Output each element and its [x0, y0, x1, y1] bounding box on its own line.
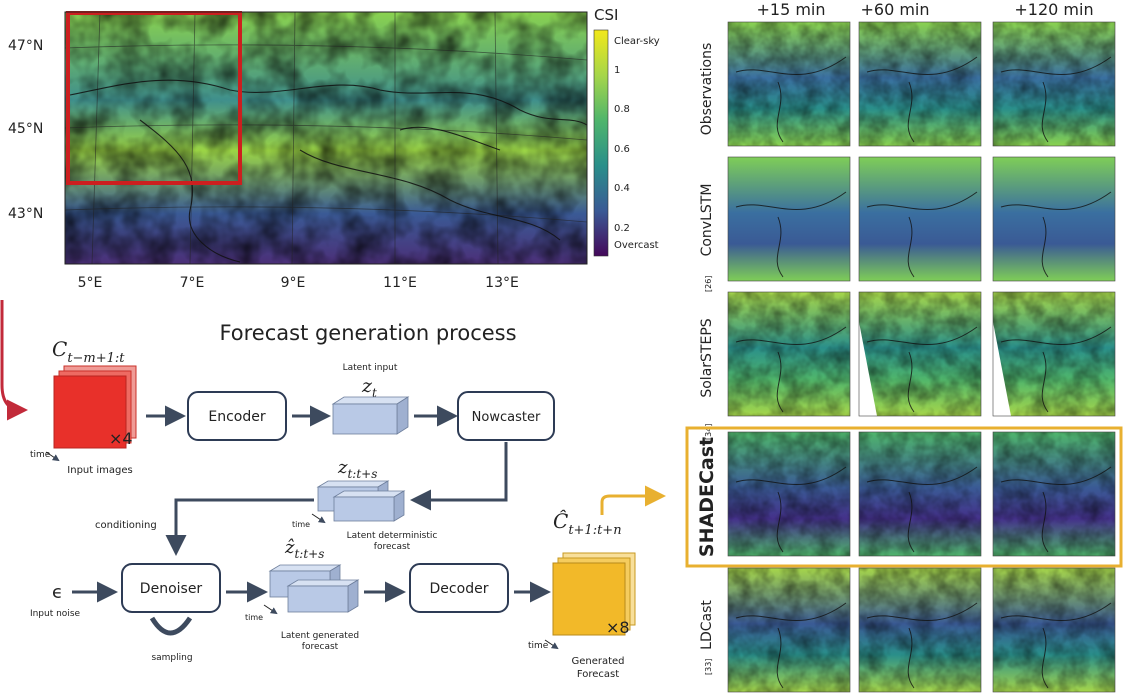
colorbar-tick: 0.8 [614, 104, 630, 115]
latent-deterministic-forecast: zt:t+s time Latent deterministic forecas… [292, 457, 437, 552]
time-label: time [245, 613, 263, 622]
column-header: +120 min [1014, 0, 1093, 19]
denoiser-block: Denoiser sampling [121, 563, 221, 663]
output-caption: Forecast [577, 669, 619, 680]
row-ref-solarsteps: [34] [704, 424, 713, 440]
latent-det-caption: forecast [374, 542, 411, 552]
input-symbol: Ct−m+1:t [52, 337, 125, 366]
row-ref-ldcast: [33] [704, 659, 713, 675]
grid-column-headers: +15 min +60 min +120 min [756, 0, 1093, 19]
colorbar: CSI Clear-sky 1 0.8 0.6 0.4 0.2 Overcast [593, 6, 660, 257]
time-label: time [292, 520, 310, 529]
input-caption: Input images [67, 465, 132, 476]
time-label: time [528, 641, 549, 651]
diagram-title: Forecast generation process [219, 321, 516, 345]
colorbar-tick: 0.6 [614, 144, 630, 155]
time-label: time [30, 450, 51, 460]
output-to-shadecast-arrow [600, 485, 666, 515]
denoiser-label: Denoiser [140, 581, 203, 597]
forecast-generation-diagram: Forecast generation process Ct−m+1:t ×4 … [0, 93, 690, 696]
conditioning-arrow [165, 498, 314, 556]
colorbar-title: CSI [594, 6, 618, 24]
flow-svg: Forecast generation process Ct−m+1:t ×4 … [0, 93, 666, 680]
map-image [64, 11, 588, 265]
latent-gen-caption: forecast [302, 642, 339, 652]
lon-label: 9°E [281, 275, 306, 291]
roi-box [66, 11, 242, 185]
noise-symbol: ϵ [52, 582, 63, 603]
thumbnail-grid [727, 21, 1116, 693]
forecast-grid-svg: +15 min +60 min +120 min Observations Co… [685, 0, 1123, 693]
forecast-thumbnail [859, 157, 981, 281]
colorbar-label-bottom: Overcast [614, 240, 659, 251]
row-label-solarsteps: SolarSTEPS [699, 318, 715, 397]
lon-label: 7°E [180, 275, 205, 291]
column-header: +15 min [756, 0, 825, 19]
output-image [552, 562, 626, 636]
lat-label: 45°N [8, 121, 43, 137]
map-graticule [64, 11, 588, 265]
latent-gen-caption: Latent generated [281, 631, 359, 641]
lon-label: 11°E [383, 275, 417, 291]
arrow [410, 442, 508, 511]
lon-labels: 5°E 7°E 9°E 11°E 13°E [78, 275, 519, 291]
lat-label: 43°N [8, 206, 43, 222]
latent-input: Latent input zt [331, 363, 410, 435]
sampling-label: sampling [151, 653, 192, 663]
input-images-stack: Ct−m+1:t ×4 time Input images [30, 337, 137, 476]
latent-input-cuboid [332, 403, 398, 435]
latent-generated-forecast: ẑt:t+s time Latent generated forecast [245, 537, 360, 652]
forecast-thumbnail [728, 157, 850, 281]
lat-labels: 47°N 45°N 43°N [8, 38, 43, 222]
row-ref-convlstm: [26] [704, 276, 713, 292]
noise-caption: Input noise [30, 609, 81, 619]
colorbar-label-top: Clear-sky [614, 36, 660, 47]
output-caption: Generated [571, 656, 624, 667]
latent-det-caption: Latent deterministic [347, 531, 438, 541]
row-label-ldcast: LDCast [699, 600, 715, 650]
latent-input-symbol: zt [361, 375, 377, 400]
input-multiplier: ×4 [109, 429, 133, 448]
decoder-block: Decoder [409, 563, 509, 613]
csi-map-panel: 47°N 45°N 43°N 5°E 7°E 9°E 11°E 13°E CSI… [0, 0, 690, 300]
column-header: +60 min [860, 0, 929, 19]
decoder-label: Decoder [430, 581, 489, 597]
map-borders [69, 79, 588, 263]
colorbar-tick: 1 [614, 65, 620, 76]
input-image [53, 375, 127, 449]
lat-label: 47°N [8, 38, 43, 54]
row-label-convlstm: ConvLSTM [699, 184, 715, 257]
row-label-shadecast: SHADECast [696, 437, 718, 557]
forecast-thumbnail [993, 157, 1115, 281]
csi-map: 47°N 45°N 43°N 5°E 7°E 9°E 11°E 13°E CSI… [8, 6, 660, 291]
latent-det-symbol: zt:t+s [337, 457, 377, 481]
shadecast-highlight-frame [685, 426, 1123, 568]
map-to-input-bracket [0, 93, 28, 421]
lon-label: 13°E [485, 275, 519, 291]
colorbar-tick: 0.4 [614, 183, 630, 194]
colorbar-tick: 0.2 [614, 223, 630, 234]
latent-gen-symbol: ẑt:t+s [284, 537, 324, 561]
encoder-block: Encoder [187, 391, 287, 441]
latent-input-caption: Latent input [343, 363, 398, 373]
conditioning-label: conditioning [95, 520, 157, 531]
output-multiplier: ×8 [606, 618, 630, 637]
nowcaster-label: Nowcaster [472, 410, 541, 425]
output-symbol: Ĉt+1:t+n [553, 508, 622, 538]
encoder-label: Encoder [208, 409, 265, 425]
sampling-loop [149, 616, 193, 636]
generated-forecast-stack: Ĉt+1:t+n ×8 time Generated Forecast [528, 508, 636, 680]
lon-label: 5°E [78, 275, 103, 291]
grid-row-labels: Observations ConvLSTM [26] SolarSTEPS [3… [696, 43, 718, 675]
row-label-observations: Observations [699, 43, 715, 136]
forecast-comparison-grid: +15 min +60 min +120 min Observations Co… [684, 0, 1123, 696]
nowcaster-block: Nowcaster [457, 391, 555, 441]
